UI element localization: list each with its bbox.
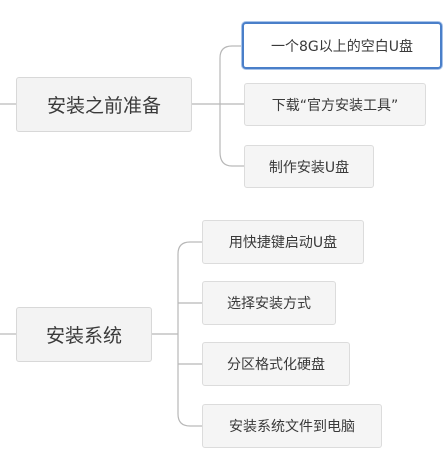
node-install-system[interactable]: 安装系统 [16,307,152,362]
node-boot-usb[interactable]: 用快捷键启动U盘 [202,220,364,264]
node-prep[interactable]: 安装之前准备 [16,77,192,132]
node-make-usb[interactable]: 制作安装U盘 [244,145,374,188]
node-choose-method[interactable]: 选择安装方式 [202,281,336,325]
connector-prep-spine [219,45,233,167]
connector-install-spine [177,241,191,427]
node-partition-format[interactable]: 分区格式化硬盘 [202,342,350,386]
node-install-files[interactable]: 安装系统文件到电脑 [202,404,382,448]
node-download-tool[interactable]: 下载“官方安装工具” [244,83,426,126]
node-blank-usb[interactable]: 一个8G以上的空白U盘 [242,22,442,69]
